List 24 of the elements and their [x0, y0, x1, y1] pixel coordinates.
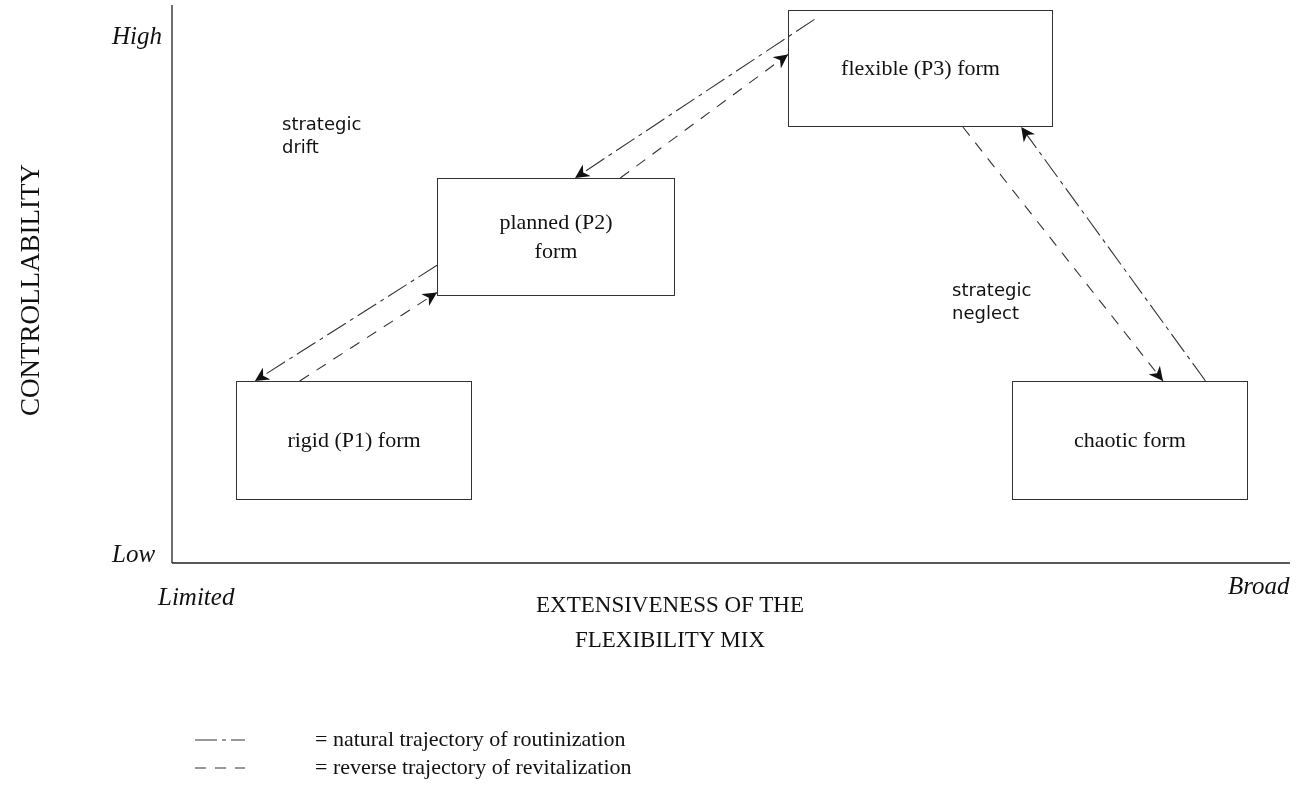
form-box [437, 178, 675, 296]
trajectory-arrow [619, 53, 789, 179]
form-label: planned (P2) form [498, 208, 614, 265]
axis-label: Low [112, 540, 156, 568]
form-label: rigid (P1) form [287, 426, 421, 455]
trajectory-arrow [254, 264, 438, 382]
form-label: flexible (P3) form [841, 54, 1000, 83]
trajectory-arrow [299, 291, 438, 382]
form-box [236, 381, 472, 500]
axis-title: EXTENSIVENESS OF THE FLEXIBILITY MIX [535, 591, 805, 654]
trajectory-arrow [574, 18, 816, 179]
annotation-text: strategic drift [282, 112, 363, 159]
axis-title: CONTROLLABILITY [14, 164, 46, 416]
legend-text: = natural trajectory of routinization [315, 726, 626, 752]
form-box [788, 10, 1053, 127]
form-label: chaotic form [1074, 426, 1186, 455]
axis-label: Broad [1228, 572, 1290, 600]
legend-text: = reverse trajectory of revitalization [315, 754, 632, 780]
annotation-text: strategic neglect [952, 278, 1033, 325]
axis-label: High [112, 22, 162, 50]
trajectory-arrow [962, 126, 1164, 382]
trajectory-arrow [1020, 126, 1207, 382]
axis-label: Limited [158, 583, 235, 611]
form-box [1012, 381, 1248, 500]
